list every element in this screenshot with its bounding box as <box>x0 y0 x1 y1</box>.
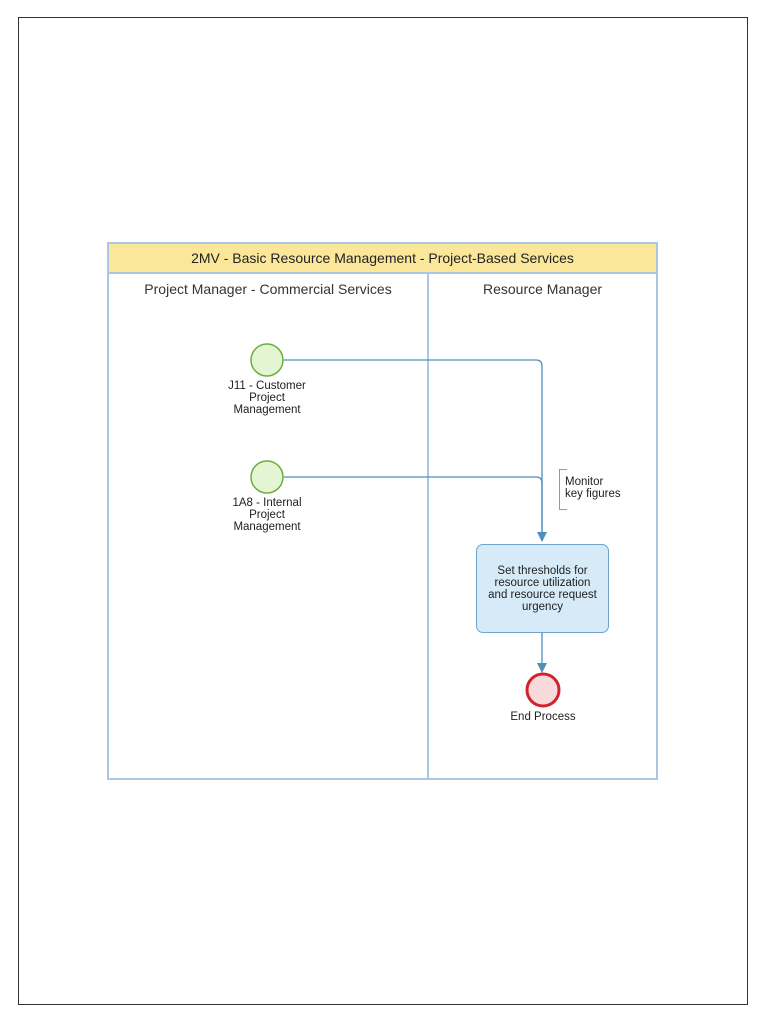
start-event-1a8[interactable] <box>250 460 284 494</box>
lane-title-resource-manager: Resource Manager <box>482 281 603 297</box>
task-set-thresholds[interactable]: Set thresholds for resource utilization … <box>476 544 609 633</box>
sequence-flow-j11-to-task[interactable] <box>284 359 547 542</box>
annotation-text: Monitor key figures <box>565 476 621 500</box>
start-event-j11-label: J11 - Customer Project Management <box>228 380 306 416</box>
end-event-label: End Process <box>510 711 576 723</box>
sequence-flow-1a8-to-task[interactable] <box>284 476 543 541</box>
lane-title-project-manager: Project Manager - Commercial Services <box>144 281 392 297</box>
text-annotation[interactable]: Monitor key figures <box>559 469 629 510</box>
pool-title: 2MV - Basic Resource Management - Projec… <box>109 244 656 274</box>
start-event-j11[interactable] <box>250 343 284 377</box>
lane-divider <box>427 274 429 778</box>
end-event[interactable] <box>525 672 561 708</box>
annotation-bracket <box>559 469 567 510</box>
start-event-1a8-label: 1A8 - Internal Project Management <box>232 497 302 533</box>
pool: 2MV - Basic Resource Management - Projec… <box>107 242 658 780</box>
